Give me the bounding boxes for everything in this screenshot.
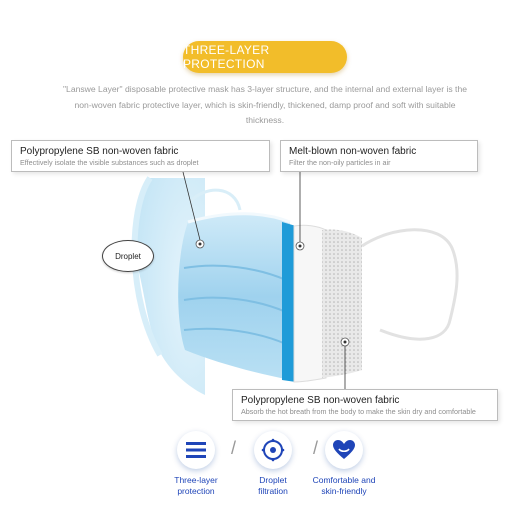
feature-label-line1: Droplet — [259, 475, 287, 485]
section-title: THREE-LAYER PROTECTION — [183, 41, 347, 73]
callout-outer-layer: Polypropylene SB non-woven fabric Effect… — [11, 140, 270, 172]
feature-droplet-filtration: Droplet filtration — [228, 431, 318, 497]
feature-three-layer: Three-layer protection — [151, 431, 241, 497]
callout-text: Filter the non-oily particles in air — [289, 158, 391, 167]
inner-layer — [322, 229, 362, 378]
intro-paragraph: "Lanswe Layer" disposable protective mas… — [62, 84, 467, 125]
heart-hands-icon — [325, 431, 363, 469]
layer-edge — [282, 222, 296, 382]
layers-icon — [177, 431, 215, 469]
divider-slash: / — [313, 438, 319, 458]
feature-label-line2: skin-friendly — [321, 486, 367, 496]
filter-target-icon — [254, 431, 292, 469]
outer-layer — [178, 213, 290, 380]
feature-label-line2: filtration — [258, 486, 288, 496]
callout-middle-layer: Melt-blown non-woven fabric Filter the n… — [280, 140, 478, 172]
callout-heading: Polypropylene SB non-woven fabric — [241, 395, 400, 406]
feature-label-line1: Three-layer — [174, 475, 218, 485]
callout-heading: Polypropylene SB non-woven fabric — [20, 146, 179, 157]
droplet-label: Droplet — [102, 240, 154, 272]
feature-label-line1: Comfortable and — [312, 475, 376, 485]
middle-layer — [293, 224, 327, 383]
feature-label-line2: protection — [177, 486, 215, 496]
feature-comfortable: Comfortable and skin-friendly — [299, 431, 389, 497]
callout-text: Absorb the hot breath from the body to m… — [241, 407, 476, 416]
divider-slash: / — [231, 438, 237, 458]
callout-inner-layer: Polypropylene SB non-woven fabric Absorb… — [232, 389, 498, 421]
callout-text: Effectively isolate the visible substanc… — [20, 158, 199, 167]
ear-loop — [361, 228, 459, 341]
callout-heading: Melt-blown non-woven fabric — [289, 146, 417, 157]
